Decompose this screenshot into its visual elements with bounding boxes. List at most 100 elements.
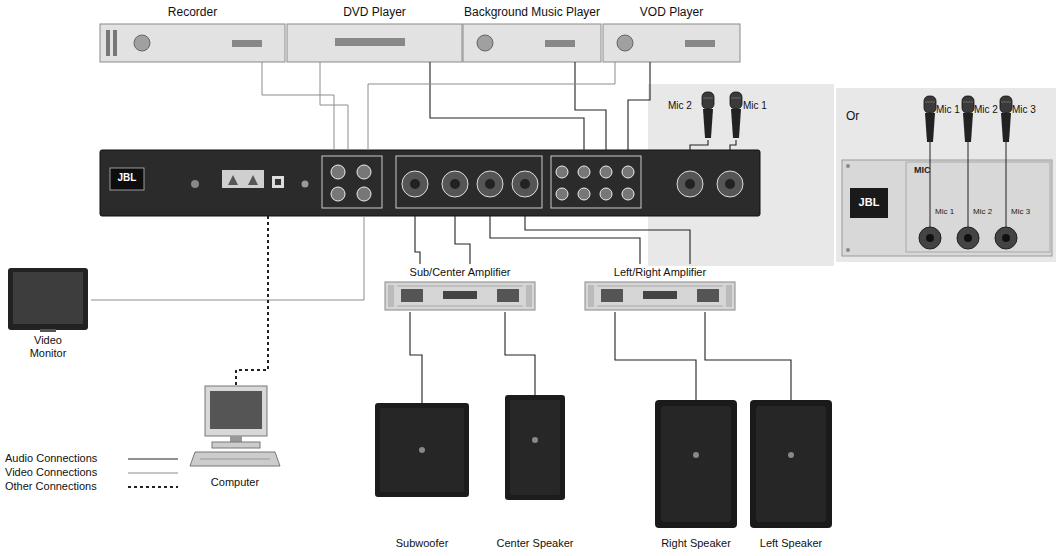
rear-panel (578, 166, 590, 178)
rear-panel (622, 188, 634, 200)
jack-label: Mic 1 (935, 207, 954, 216)
legend-text: Other Connections (5, 480, 97, 493)
amplifier (385, 282, 535, 310)
amplifier (401, 289, 423, 302)
rear-panel (578, 188, 590, 200)
audio-connection (730, 140, 736, 150)
device-box: DVD Player (287, 6, 462, 62)
amplifier-label: Left/Right Amplifier (585, 266, 735, 279)
computer (200, 459, 270, 460)
video-monitor: Video Monitor (5, 266, 91, 362)
alt-mic-panel (842, 160, 1052, 256)
rear-panel-label: JBL (110, 172, 144, 184)
audio-connection (505, 312, 535, 395)
audio-connection (628, 62, 650, 150)
computer (210, 391, 262, 429)
amplifier (385, 282, 535, 310)
speaker-label: Right Speaker (650, 537, 742, 550)
rear-panel (685, 179, 695, 189)
audio-connection (490, 216, 640, 264)
video-connection (91, 216, 364, 300)
amplifier: Left/Right Amplifier (585, 264, 735, 312)
audio-connection (690, 140, 708, 150)
rear-panel (275, 179, 281, 185)
rear-panel (396, 156, 542, 208)
amplifier (588, 285, 594, 307)
vod-device (617, 35, 633, 51)
music-player-device (463, 24, 601, 62)
audio-connection (415, 216, 420, 264)
rear-panel (442, 171, 468, 197)
amplifier (585, 282, 735, 310)
microphone: Mic 1 (726, 92, 778, 140)
amplifier (497, 289, 519, 302)
dvd-device (287, 24, 462, 62)
rear-panel (302, 181, 309, 188)
legend-sample (128, 459, 178, 487)
amplifier (397, 286, 523, 287)
alt-mic-panel (924, 96, 936, 142)
vod-device (685, 40, 715, 47)
video-monitor (8, 268, 88, 332)
mic-panel: JBLMICMic 1Mic 2Mic 3 (836, 88, 1056, 262)
alt-mic-panel (906, 162, 1050, 252)
legend-sample (128, 486, 178, 488)
speaker (505, 395, 565, 500)
speaker (788, 452, 794, 458)
video-connection (368, 62, 615, 150)
rear-panel (600, 188, 612, 200)
jack-label: Mic 2 (973, 207, 992, 216)
speaker: Subwoofer (372, 403, 472, 553)
music-player-device (545, 40, 575, 47)
speaker (375, 395, 832, 528)
alt-mic-panel (995, 227, 1017, 249)
vod-device (603, 24, 740, 62)
amplifier (388, 285, 394, 307)
speaker (756, 406, 826, 522)
alt-mic-panel (964, 234, 972, 242)
speaker: Right Speaker (650, 400, 742, 553)
recorder-device (232, 40, 262, 47)
mic-panel-label: MIC (914, 165, 931, 175)
speaker-label: Left Speaker (745, 537, 837, 550)
alt-mic-panel (1000, 96, 1012, 142)
alternative-note: Or (846, 110, 859, 124)
audio-connection (575, 62, 606, 150)
rear-panel (228, 175, 238, 185)
rear-panel (322, 156, 382, 208)
video-monitor (40, 329, 56, 332)
rear-panel (410, 179, 420, 189)
amplifier (585, 282, 735, 310)
recorder-device (113, 30, 117, 56)
audio-connection (455, 216, 470, 264)
microphone-label: Mic 1 (936, 104, 960, 116)
amplifier (597, 286, 723, 287)
speaker (655, 400, 737, 528)
computer (230, 436, 242, 442)
vod-device (603, 24, 740, 62)
microphone-label: Mic 3 (1012, 104, 1036, 116)
speaker (532, 437, 538, 443)
speaker (510, 400, 560, 495)
legend-text: Audio Connections (5, 452, 97, 465)
microphone (730, 92, 742, 138)
device-box-label: DVD Player (287, 6, 462, 20)
rear-panel (551, 156, 641, 208)
rear-panel (677, 171, 703, 197)
dvd-device (287, 24, 462, 62)
device-box: Background Music Player (463, 6, 601, 62)
recorder-device (100, 24, 285, 62)
rear-panel (402, 171, 428, 197)
rear-panel (600, 166, 612, 178)
amplifier (443, 291, 477, 299)
microphone: Mic 1 (924, 96, 962, 143)
alt-panel-ground (836, 88, 1056, 262)
rear-panel: JBL (100, 150, 760, 216)
rear-panel (725, 179, 735, 189)
jack-label: Mic 3 (1011, 207, 1030, 216)
rear-panel (100, 150, 760, 216)
microphone-label: Mic 2 (974, 104, 998, 116)
